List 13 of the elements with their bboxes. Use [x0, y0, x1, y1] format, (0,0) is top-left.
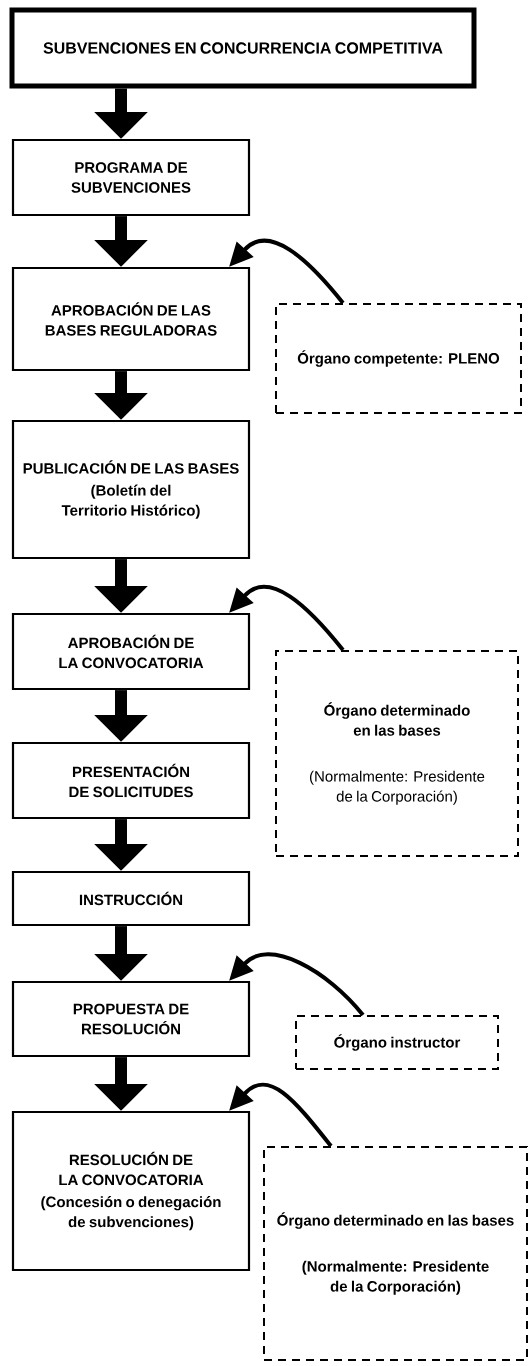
process-box: APROBACIÓN DE LA CONVOCATORIA [11, 612, 251, 691]
note-box: Órgano instructor [295, 1015, 499, 1070]
note-box: Órgano determinado en las bases (Normalmente: Presidente de la Corporación) [275, 650, 519, 857]
process-box: RESOLUCIÓN DE LA CONVOCATORIA (Concesión o denegación de subvenciones) [11, 1110, 251, 1272]
process-box: PUBLICACIÓN DE LAS BASES (Boletín del Territorio Histórico) [11, 419, 251, 560]
process-box: PROPUESTA DE RESOLUCIÓN [11, 980, 251, 1058]
process-box: PROGRAMA DE SUBVENCIONES [11, 138, 251, 217]
process-box: PRESENTACIÓN DE SOLICITUDES [11, 741, 251, 820]
process-box: INSTRUCCIÓN [11, 870, 251, 927]
process-box: APROBACIÓN DE LAS BASES REGULADORAS [11, 266, 251, 372]
note-box: Órgano competente: PLENO [275, 303, 522, 414]
note-box: Órgano determinado en las bases (Normalmente: Presidente de la Corporación) [263, 1146, 528, 1361]
title-box: SUBVENCIONES EN CONCURRENCIA COMPETITIVA [9, 7, 477, 89]
